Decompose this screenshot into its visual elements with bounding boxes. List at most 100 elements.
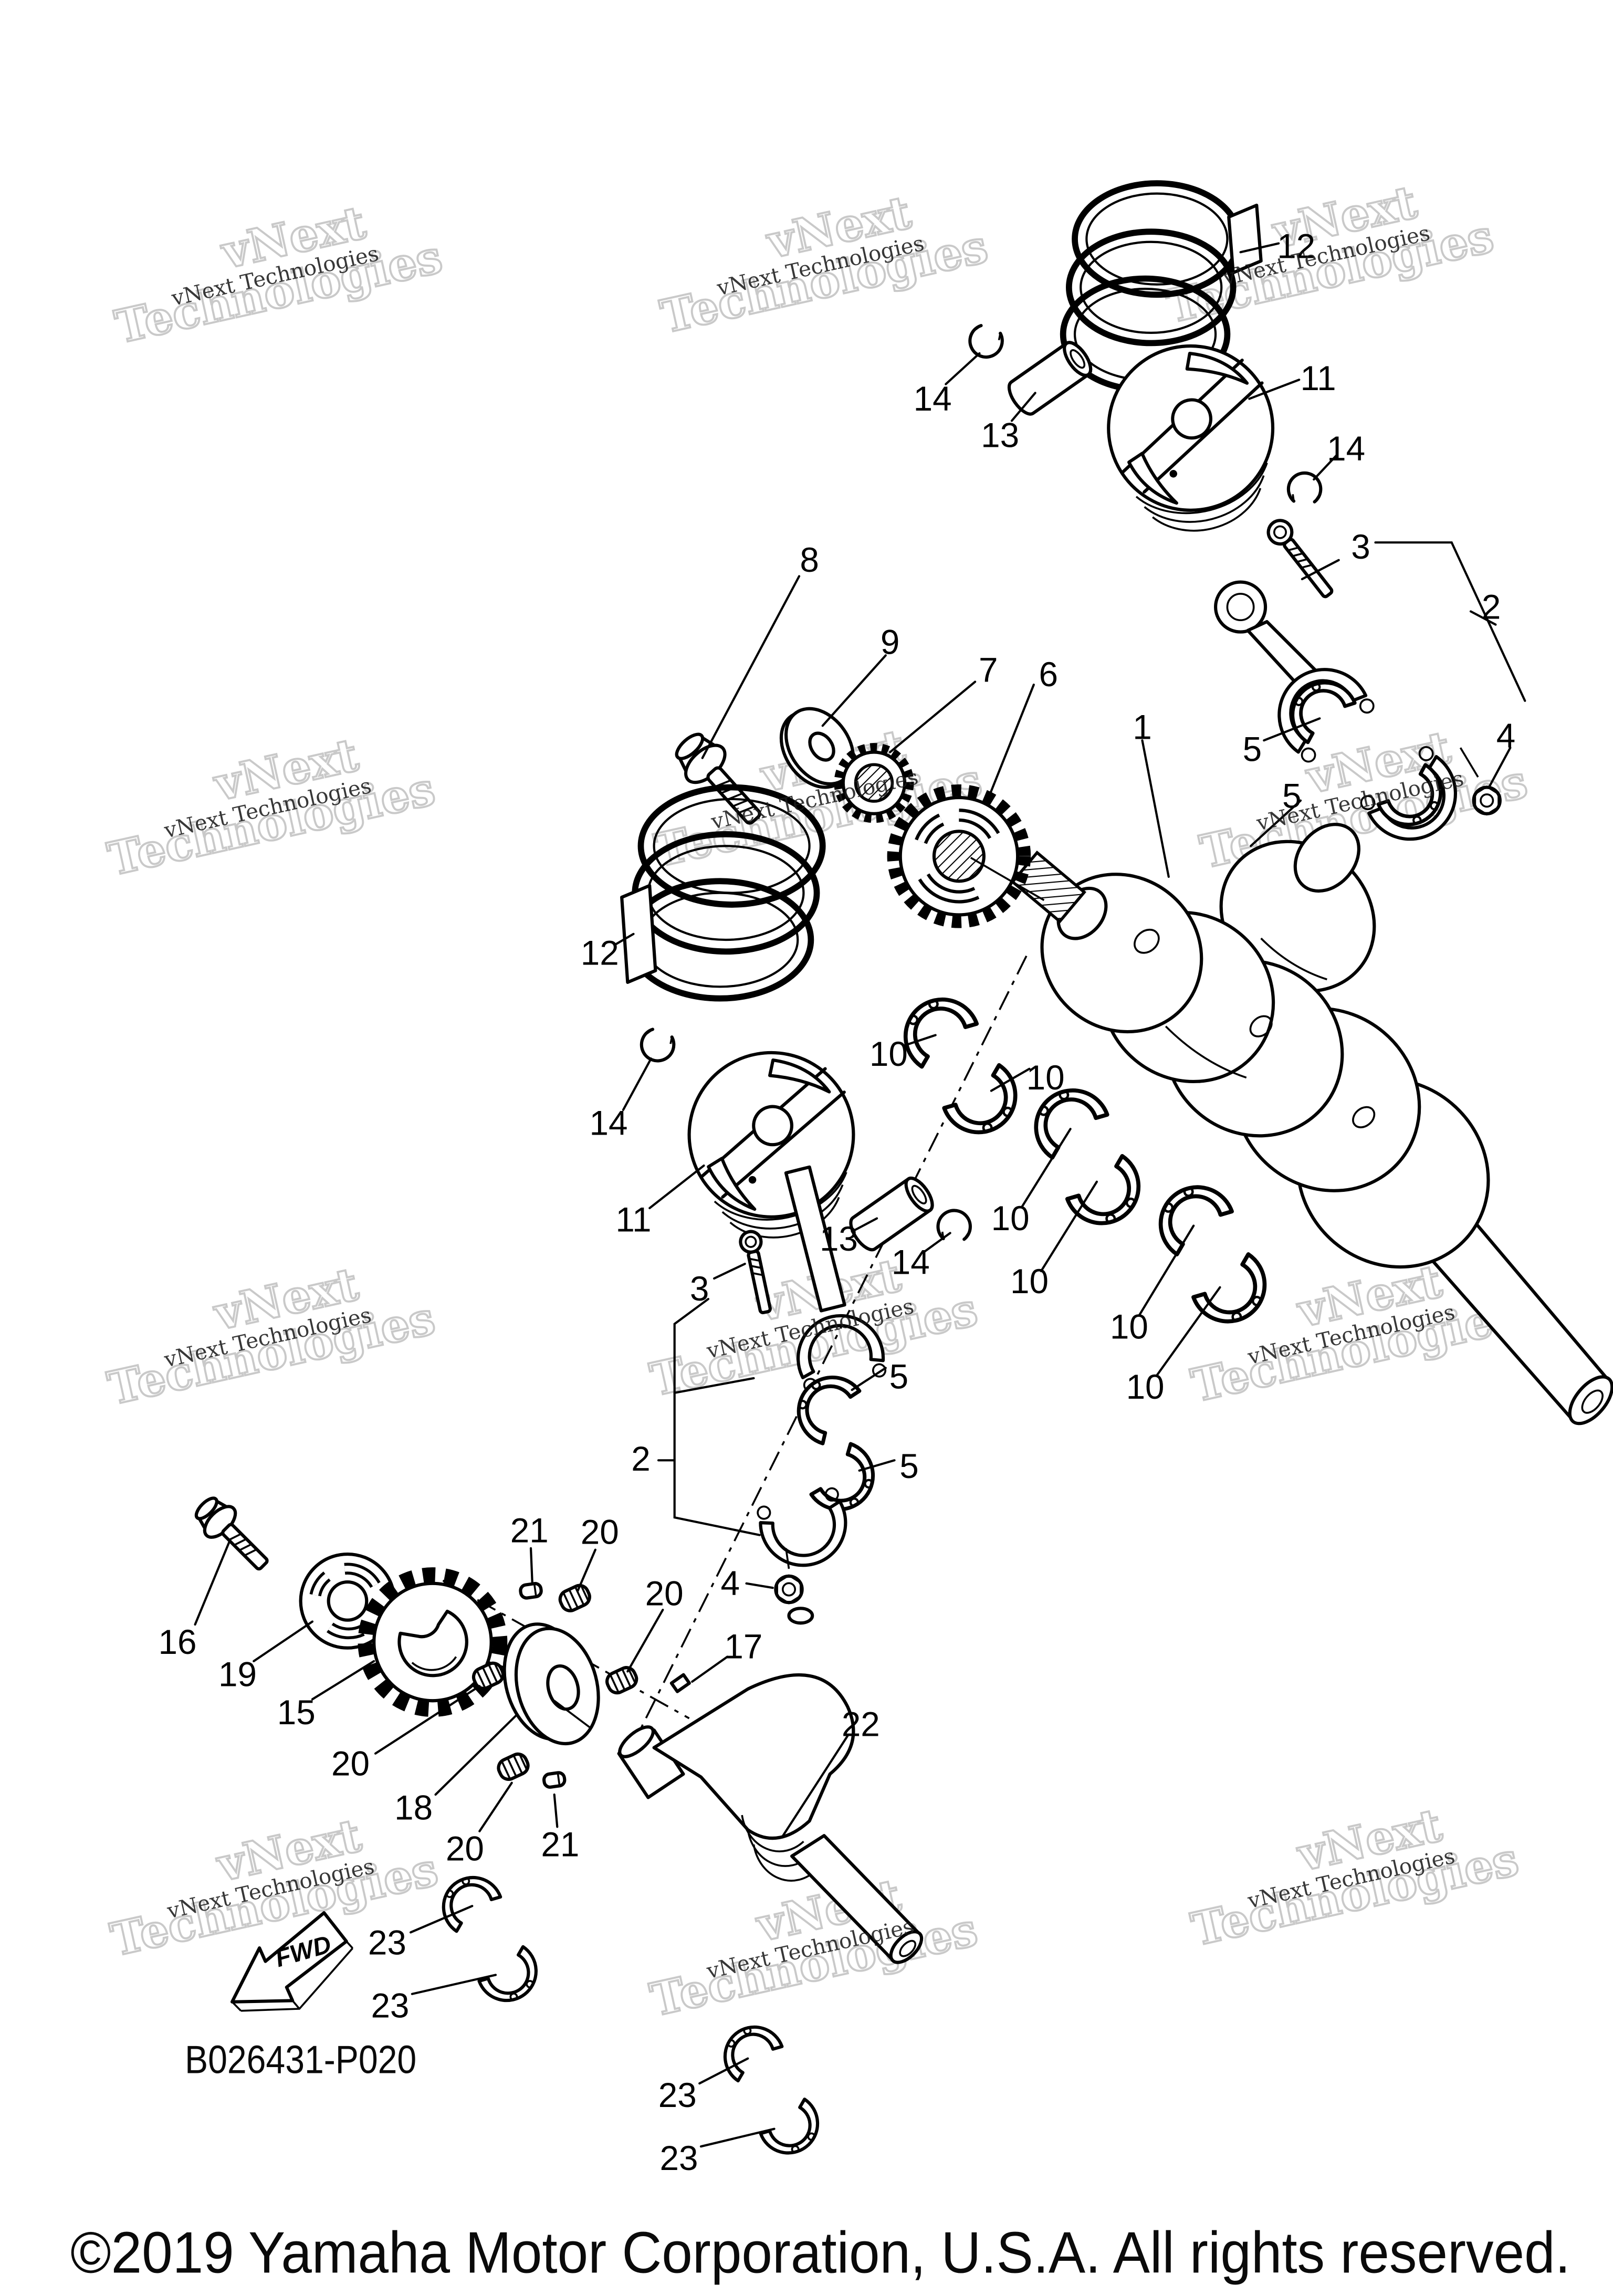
callout-23: 23 [371, 1986, 409, 2025]
balancer-gear [358, 1567, 508, 1717]
callout-21: 21 [541, 1825, 579, 1863]
callout-5: 5 [889, 1357, 908, 1396]
balancer-bearing-shell [478, 1946, 548, 2012]
piston-pin [1004, 338, 1095, 418]
connecting-rod-upper [1214, 519, 1500, 841]
callout-21: 21 [510, 1512, 549, 1550]
rod-small-end [1214, 580, 1268, 634]
woodruff-key [669, 1673, 691, 1693]
callout-10: 10 [1010, 1262, 1049, 1301]
callout-14: 14 [1327, 429, 1365, 468]
ring-gap-marker [620, 884, 657, 984]
callout-23: 23 [368, 1923, 406, 1962]
crank-web-hole [1134, 928, 1160, 954]
balancer-drive-plate [502, 1622, 600, 1746]
callout-23: 23 [658, 2076, 697, 2114]
callout-20: 20 [645, 1575, 684, 1613]
callout-17: 17 [724, 1627, 762, 1665]
crank-pin-journal [1293, 823, 1360, 893]
callout-20: 20 [446, 1830, 484, 1868]
gear-large [887, 784, 1031, 928]
rod-bearing-shell [785, 1364, 861, 1445]
balancer-shaft [617, 1673, 924, 1964]
callout-10: 10 [1027, 1058, 1065, 1097]
connecting-rod-lower [739, 1165, 888, 1625]
callout-18: 18 [394, 1788, 433, 1827]
callout-10: 10 [991, 1199, 1030, 1238]
circlip [964, 321, 1007, 363]
callout-4: 4 [1496, 717, 1516, 755]
callout-10: 10 [1126, 1368, 1165, 1406]
callout-15: 15 [277, 1693, 316, 1732]
callout-10: 10 [1110, 1308, 1148, 1346]
nut-washer [787, 1607, 814, 1625]
gear-small [834, 743, 914, 823]
callout-12: 12 [581, 934, 619, 972]
rod-big-end-upper [1277, 668, 1375, 763]
dowel-pin [543, 1772, 565, 1788]
piston-pin [846, 1174, 937, 1254]
crank-nose-spline [1010, 851, 1086, 924]
rod-bolt [739, 1230, 772, 1315]
damper-spring [496, 1751, 531, 1782]
callout-20: 20 [331, 1745, 370, 1783]
callout-labels: 12 14 13 11 14 8 9 7 6 1 3 2 5 5 4 12 14… [159, 227, 1516, 2177]
callout-12: 12 [1277, 227, 1315, 265]
piston-upper [1093, 331, 1292, 546]
balancer-bearing-shell [432, 1865, 501, 1932]
callout-20: 20 [581, 1513, 619, 1551]
washer [779, 707, 855, 789]
callout-19: 19 [218, 1655, 257, 1693]
callout-3: 3 [690, 1270, 709, 1308]
damper-spring [557, 1582, 592, 1613]
cap-stud [785, 1548, 790, 1569]
crank-shaft-end [1568, 1375, 1613, 1425]
callout-5: 5 [899, 1447, 918, 1485]
main-bearing-shell [1146, 1172, 1233, 1255]
piston-ring-set-lower [620, 784, 826, 1002]
piston-lower [676, 1040, 870, 1250]
crank-web-hole [1249, 1015, 1273, 1037]
balancer-weight [652, 1673, 855, 1840]
callout-13: 13 [820, 1220, 858, 1258]
callout-23: 23 [660, 2139, 698, 2177]
callout-14: 14 [892, 1243, 930, 1282]
rod-bearing-shell [810, 1443, 886, 1523]
callout-9: 9 [881, 623, 900, 661]
leader-lines [194, 242, 1526, 2148]
callout-1: 1 [1133, 708, 1152, 746]
rod-nut [1474, 787, 1500, 814]
callout-2: 2 [631, 1440, 651, 1478]
main-bearing-shell [1066, 1155, 1153, 1238]
crank-web-hole [1352, 1106, 1376, 1128]
drawing-part-code: B026431-P020 [185, 2038, 416, 2082]
callout-5: 5 [1282, 777, 1301, 815]
callout-6: 6 [1039, 655, 1058, 694]
flange-bolt-small [194, 1496, 269, 1571]
copyright-line: ©2019 Yamaha Motor Corporation, U.S.A. A… [70, 2219, 1570, 2285]
callout-8: 8 [800, 541, 819, 579]
circlip [636, 1025, 679, 1067]
circlip [936, 1208, 972, 1243]
crank-balancer-axis-line [630, 955, 1028, 1750]
callout-2: 2 [1482, 588, 1501, 626]
callout-4: 4 [721, 1564, 740, 1602]
balancer-bearing-shell [759, 2098, 829, 2165]
rod-cap [757, 1487, 847, 1567]
callout-16: 16 [159, 1623, 197, 1661]
ring-gap-marker [1227, 203, 1263, 275]
callout-5: 5 [1243, 730, 1262, 768]
callout-22: 22 [842, 1705, 880, 1743]
dowel-pin [520, 1583, 542, 1599]
main-bearing-shell [1192, 1253, 1279, 1336]
rod-cap [1360, 746, 1457, 841]
callout-11: 11 [615, 1201, 651, 1239]
cap-stud [1459, 747, 1479, 778]
callout-14: 14 [590, 1104, 628, 1142]
callout-13: 13 [981, 416, 1019, 455]
rod-nut [776, 1576, 802, 1603]
callout-14: 14 [914, 380, 952, 418]
gear-axis-pointer [970, 857, 1045, 901]
rod-shaft [784, 1165, 846, 1313]
